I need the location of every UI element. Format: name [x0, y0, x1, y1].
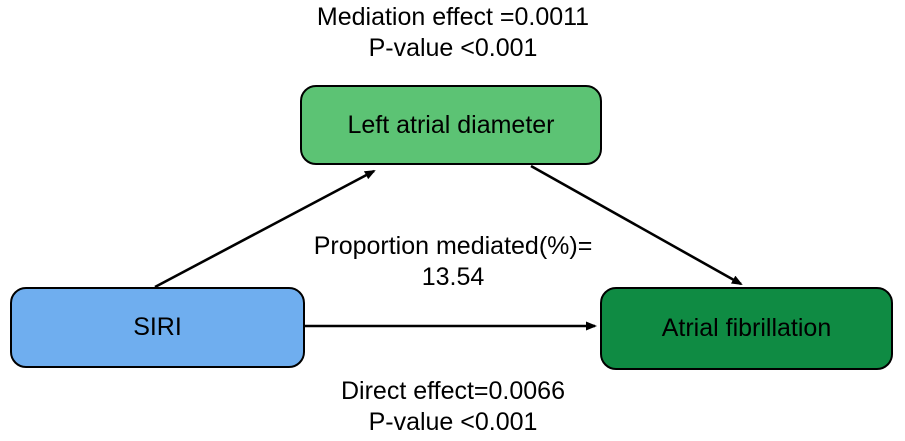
mediation-pvalue-text: P-value <0.001 — [368, 34, 538, 62]
arrow-mediator-to-outcome — [530, 164, 743, 286]
node-mediator: Left atrial diameter — [300, 85, 602, 165]
direct-pvalue-text: P-value <0.001 — [368, 408, 538, 436]
direct-effect-text: Direct effect=0.0066 — [341, 377, 565, 405]
proportion-mediated-annotation: Proportion mediated(%)= 13.54 — [203, 231, 703, 293]
node-exposure: SIRI — [10, 287, 305, 368]
direct-effect-annotation: Direct effect=0.0066 P-value <0.001 — [208, 376, 698, 438]
proportion-mediated-value: 13.54 — [421, 263, 485, 291]
node-exposure-label: SIRI — [133, 313, 182, 341]
node-outcome: Atrial fibrillation — [600, 287, 893, 370]
mediation-effect-text: Mediation effect =0.0011 — [316, 3, 590, 31]
mediation-effect-annotation: Mediation effect =0.0011 P-value <0.001 — [203, 2, 703, 64]
node-mediator-label: Left atrial diameter — [347, 110, 555, 139]
proportion-mediated-label: Proportion mediated(%)= — [313, 232, 593, 260]
node-outcome-label: Atrial fibrillation — [661, 314, 832, 342]
arrow-exposure-to-mediator — [154, 169, 376, 289]
